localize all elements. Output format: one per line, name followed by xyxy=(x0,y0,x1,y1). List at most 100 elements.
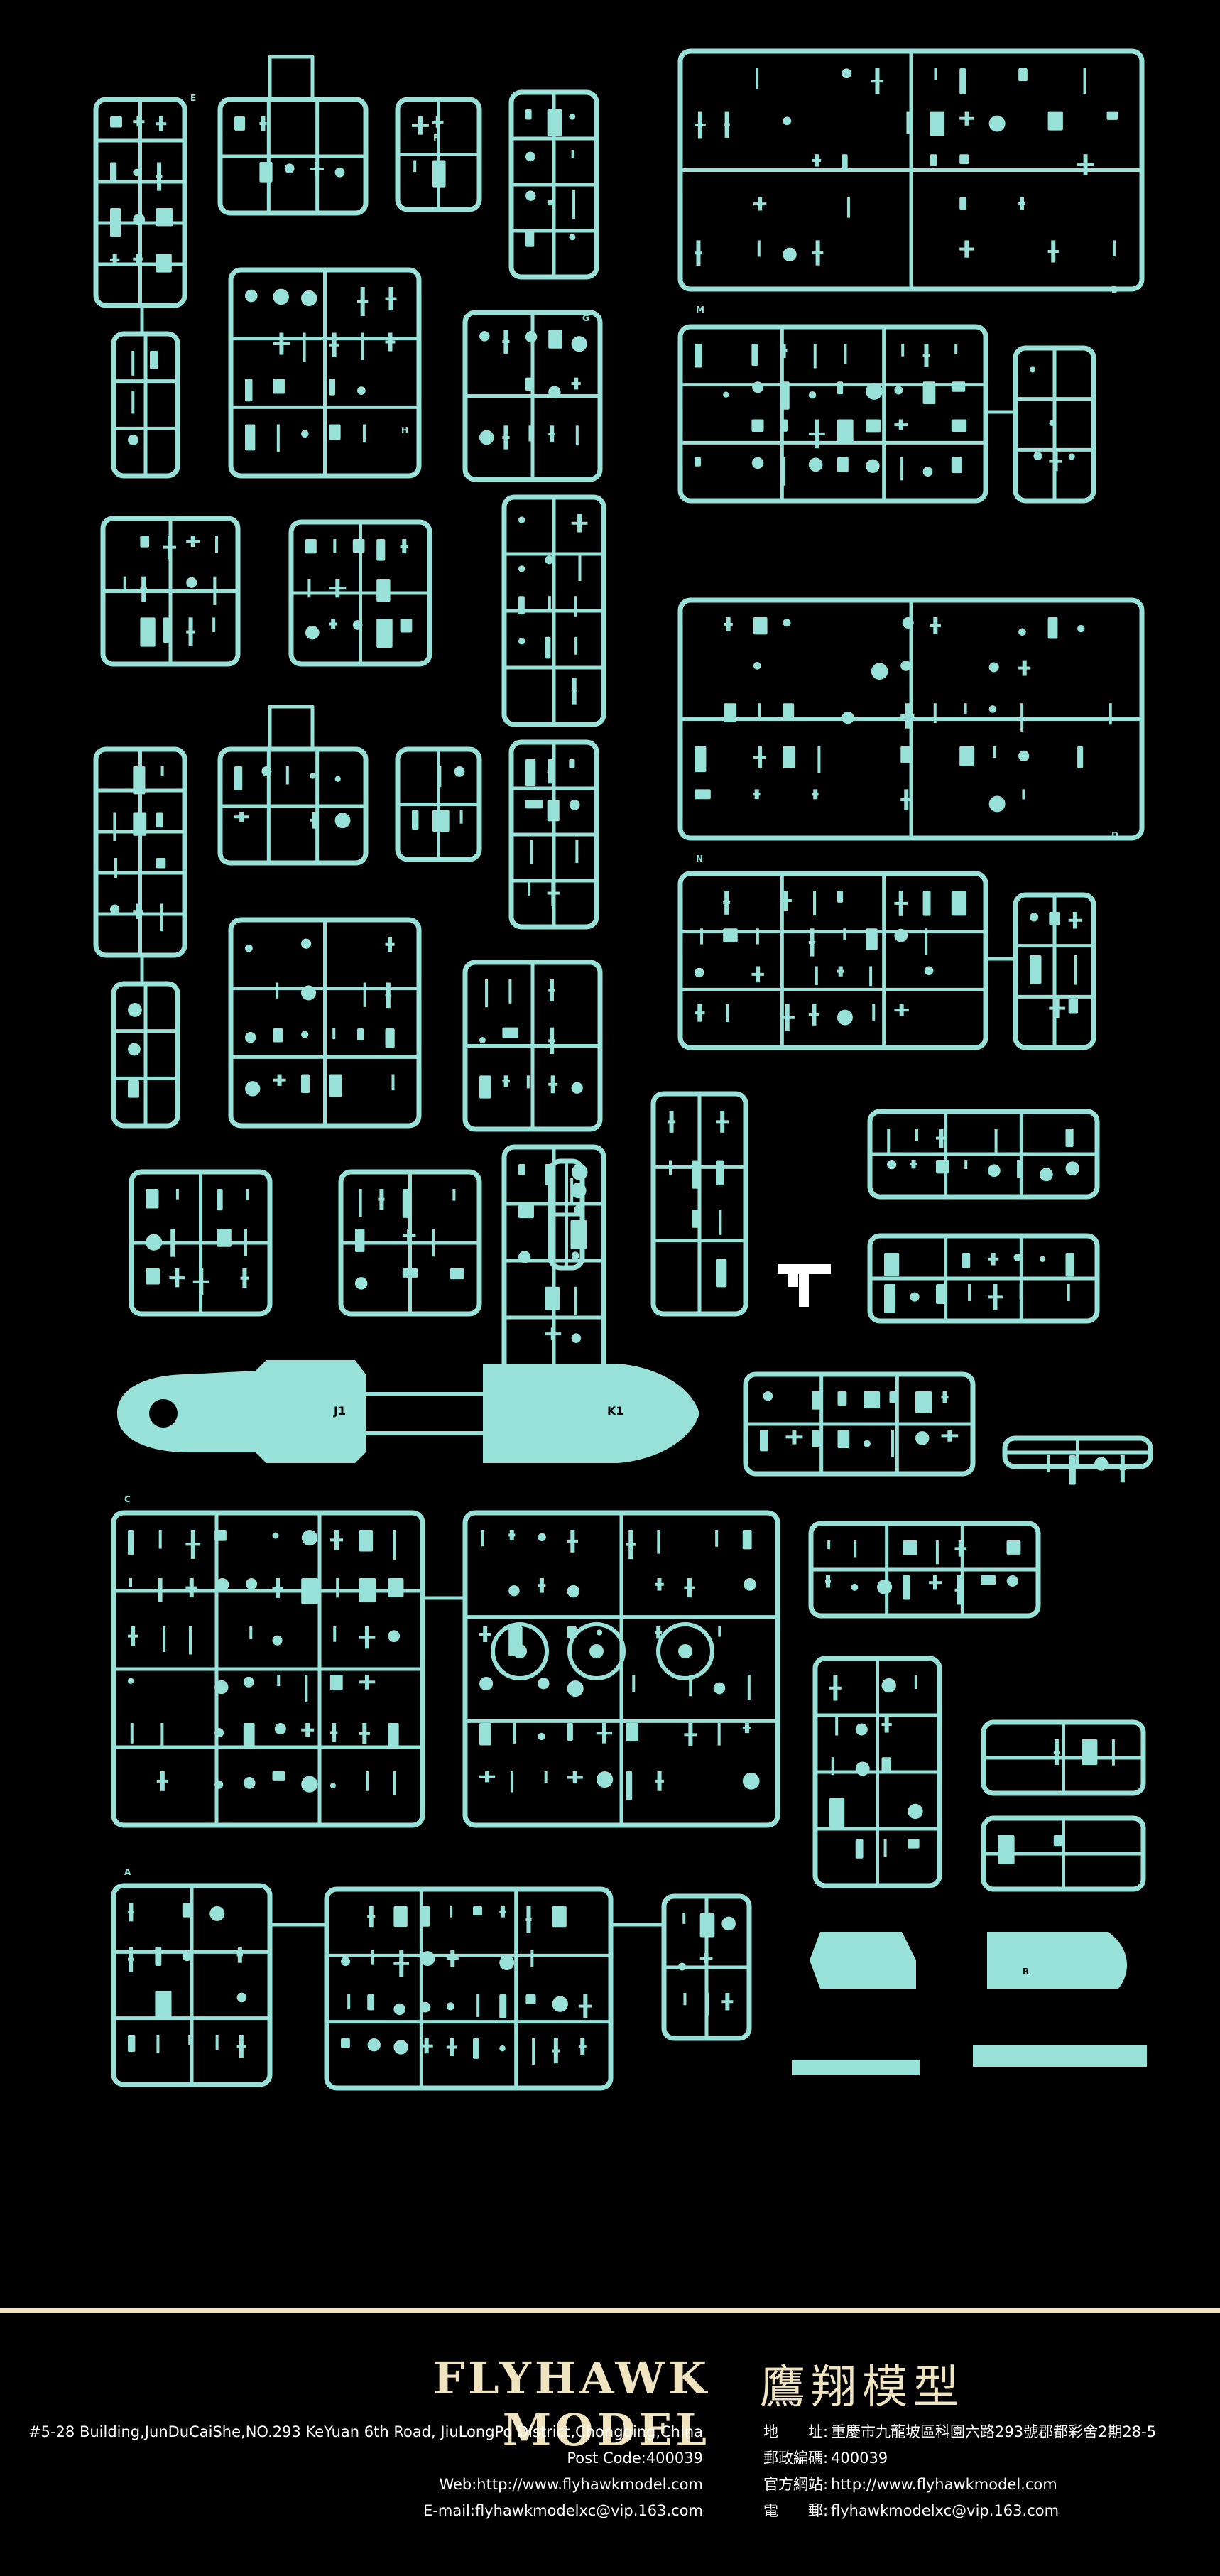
part-piece xyxy=(199,1268,204,1295)
part-piece xyxy=(706,1993,709,2016)
part-piece xyxy=(525,330,538,343)
part-piece xyxy=(336,1578,339,1598)
part-piece xyxy=(947,1430,952,1442)
part-piece xyxy=(575,840,579,863)
footer-divider xyxy=(0,2308,1220,2313)
part-piece xyxy=(837,1009,853,1026)
part-piece xyxy=(518,1251,531,1263)
part-piece xyxy=(163,1626,166,1653)
part-piece xyxy=(128,434,139,445)
part-piece xyxy=(988,795,1006,813)
part-piece xyxy=(1094,1457,1109,1471)
part-piece xyxy=(357,386,366,395)
part-piece xyxy=(626,1723,639,1742)
part-piece xyxy=(688,1723,693,1746)
part-piece xyxy=(518,516,525,523)
part-piece xyxy=(780,381,790,410)
part-piece xyxy=(933,617,938,634)
part-piece xyxy=(934,68,937,80)
part-piece xyxy=(393,1530,396,1560)
part-piece xyxy=(133,766,146,795)
part-piece xyxy=(669,1160,672,1175)
part-piece xyxy=(547,109,562,136)
part-piece xyxy=(716,1259,727,1288)
part-piece xyxy=(329,1783,336,1789)
part-piece xyxy=(234,766,243,790)
part-piece xyxy=(783,457,786,486)
part-piece xyxy=(333,539,337,553)
part-piece xyxy=(329,1675,343,1691)
part-piece xyxy=(808,457,823,472)
part-piece xyxy=(884,1284,896,1313)
part-piece xyxy=(545,555,554,565)
part-piece xyxy=(567,1723,573,1741)
part-piece xyxy=(114,858,117,878)
part-piece xyxy=(393,1906,408,1927)
part-piece xyxy=(156,254,172,273)
part-piece xyxy=(571,150,574,159)
part-piece xyxy=(695,789,711,800)
part-piece xyxy=(810,928,815,957)
part-piece xyxy=(881,1757,891,1773)
part-piece xyxy=(1022,789,1025,800)
sprue-tag-h: H xyxy=(401,425,408,435)
part-piece xyxy=(571,336,587,352)
part-piece xyxy=(393,1771,396,1796)
part-piece xyxy=(156,812,163,828)
part-piece xyxy=(245,424,256,451)
part-piece xyxy=(305,1675,308,1703)
part-piece xyxy=(355,1277,368,1290)
part-piece xyxy=(756,928,759,945)
part-piece xyxy=(388,287,393,311)
part-piece xyxy=(553,2038,558,2064)
part-piece xyxy=(548,596,551,610)
part-piece xyxy=(911,1160,916,1169)
part-piece xyxy=(716,1160,724,1185)
part-piece xyxy=(1109,703,1112,725)
part-piece xyxy=(783,891,788,911)
part-piece xyxy=(958,1540,963,1557)
part-piece xyxy=(110,162,117,182)
turret-ring xyxy=(567,1622,626,1680)
part-piece xyxy=(140,536,150,548)
part-piece xyxy=(188,1626,192,1655)
part-piece xyxy=(243,1676,254,1688)
part-piece xyxy=(156,2035,160,2053)
part-piece xyxy=(954,344,958,354)
part-piece xyxy=(128,1080,139,1098)
part-piece xyxy=(276,424,280,452)
part-piece xyxy=(301,1578,318,1604)
part-piece xyxy=(812,1430,821,1447)
part-piece xyxy=(724,111,729,138)
part-piece xyxy=(781,344,786,359)
part-piece xyxy=(301,985,317,1001)
sprue-tag-c: C xyxy=(124,1494,131,1504)
part-piece xyxy=(301,290,317,307)
part-piece xyxy=(301,430,309,438)
turret-hub xyxy=(513,1644,527,1658)
part-piece xyxy=(276,1578,281,1598)
part-piece xyxy=(569,234,576,241)
part-piece xyxy=(783,746,796,769)
part-piece xyxy=(261,116,266,131)
part-piece xyxy=(301,1776,318,1793)
part-piece xyxy=(189,1578,194,1598)
part-piece xyxy=(245,1031,256,1043)
part-piece xyxy=(757,746,762,768)
part-piece xyxy=(632,1675,636,1692)
part-piece xyxy=(136,116,141,127)
part-piece xyxy=(815,154,819,167)
part-piece xyxy=(758,703,761,720)
part-piece xyxy=(837,419,854,443)
sprue-tag-m: M xyxy=(696,305,704,315)
part-piece xyxy=(813,789,818,800)
part-piece xyxy=(930,111,945,136)
part-piece xyxy=(525,190,536,201)
part-piece xyxy=(744,1723,749,1734)
part-piece xyxy=(574,596,577,617)
part-piece xyxy=(432,810,450,832)
part-piece xyxy=(889,1391,896,1403)
part-piece xyxy=(855,1839,864,1859)
part-piece xyxy=(334,813,351,829)
part-piece xyxy=(812,1004,817,1026)
